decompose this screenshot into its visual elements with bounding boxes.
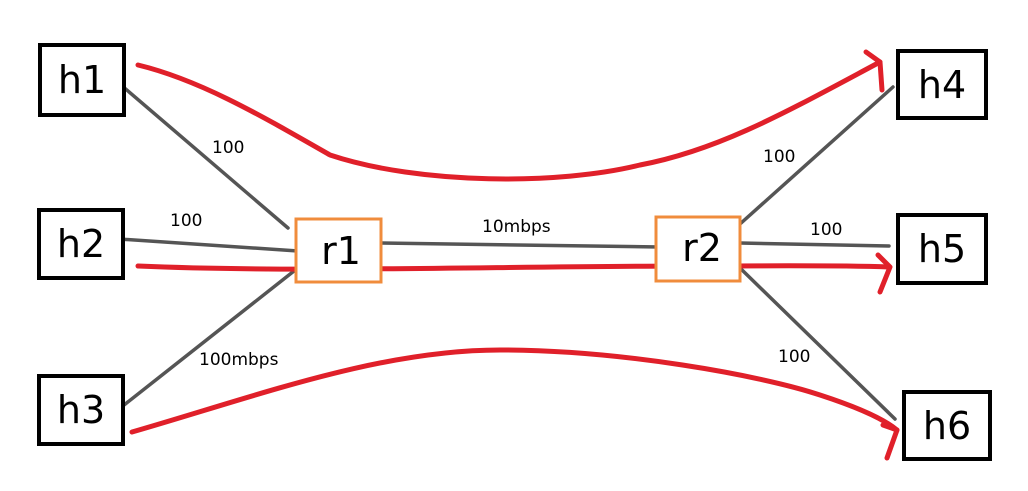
link-label-h1-r1: 100: [212, 138, 244, 158]
flow-h1-h4-arrowhead: [863, 49, 885, 93]
host-h4: h4: [896, 49, 988, 120]
host-h5-label: h5: [918, 227, 966, 271]
router-r2-label: r2: [682, 226, 722, 270]
link-h2-r1: [117, 237, 300, 253]
link-label-r2-h4: 100: [763, 147, 795, 167]
link-label-r2-h5: 100: [810, 220, 842, 240]
link-h3-r1: [117, 269, 296, 411]
flow-h2-h5-arrowhead: [875, 252, 893, 295]
link-labels: 100 100 100mbps 10mbps 100 100 100: [170, 138, 842, 370]
host-h3-label: h3: [57, 388, 105, 432]
link-label-r1-r2: 10mbps: [482, 217, 551, 237]
flows: [129, 49, 900, 461]
flow-h3-h6: [129, 347, 900, 435]
links: [117, 83, 897, 421]
link-h1-r1: [119, 83, 290, 230]
link-r2-h5: [738, 241, 891, 248]
flow-h1-h4: [135, 59, 883, 182]
host-h2-label: h2: [57, 222, 105, 266]
host-h2: h2: [37, 208, 125, 280]
link-label-h3-r1: 100mbps: [199, 350, 279, 370]
host-h1-label: h1: [58, 58, 106, 102]
link-r1-r2: [377, 241, 662, 249]
routers: r1 r2: [294, 215, 742, 284]
router-r1: r1: [294, 217, 383, 284]
hosts: h1 h2 h3 h4 h5 h6: [37, 43, 992, 461]
host-h3: h3: [37, 374, 125, 446]
link-r2-h4: [738, 85, 895, 226]
flow-h3-h6-arrowhead: [880, 422, 900, 461]
link-label-h2-r1: 100: [170, 211, 202, 231]
link-r2-h6: [738, 266, 897, 421]
host-h4-label: h4: [918, 63, 966, 107]
host-h6: h6: [902, 390, 992, 461]
host-h6-label: h6: [923, 404, 971, 448]
flow-h2-h5: [135, 263, 892, 272]
host-h5: h5: [896, 213, 988, 285]
router-r2: r2: [654, 215, 742, 283]
link-label-r2-h6: 100: [778, 347, 810, 367]
host-h1: h1: [38, 43, 126, 117]
router-r1-label: r1: [321, 229, 361, 273]
